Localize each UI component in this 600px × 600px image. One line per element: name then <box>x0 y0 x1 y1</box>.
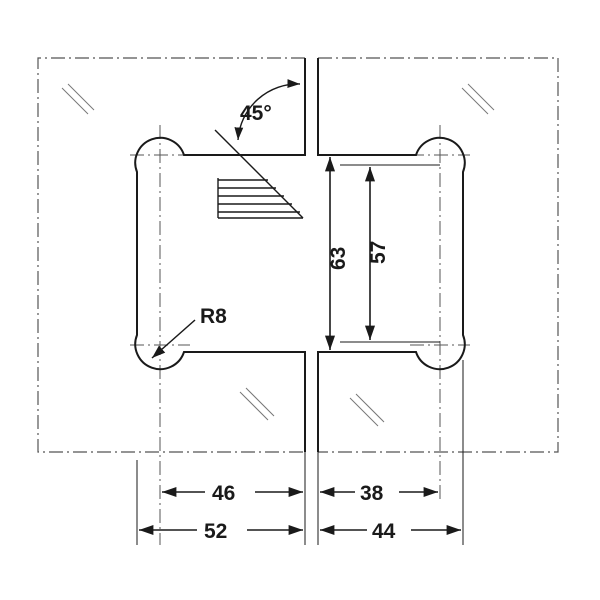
glass-outline <box>37 57 559 453</box>
bevel-detail <box>214 79 304 219</box>
hinge-outline <box>134 58 466 452</box>
glass-hatch-marks <box>61 83 495 427</box>
dim-38: 38 <box>360 482 384 505</box>
centerlines <box>130 125 470 545</box>
dim-57: 57 <box>367 241 390 264</box>
radius-label: R8 <box>200 305 227 328</box>
dim-46: 46 <box>212 482 235 505</box>
dim-52: 52 <box>204 520 227 543</box>
dim-44: 44 <box>372 520 396 543</box>
radius-leader <box>151 319 196 359</box>
angle-label: 45° <box>240 102 272 125</box>
dim-63: 63 <box>327 247 350 270</box>
vertical-dimensions <box>324 157 440 350</box>
